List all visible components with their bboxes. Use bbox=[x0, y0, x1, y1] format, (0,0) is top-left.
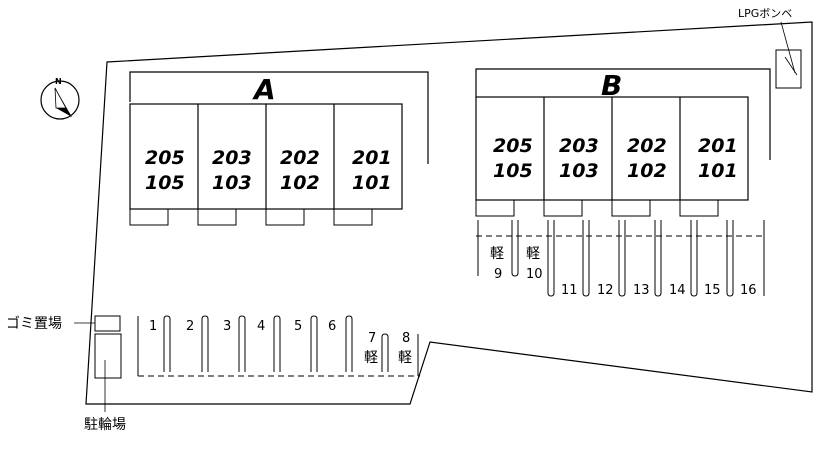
unit-a-202: 202 bbox=[280, 147, 320, 169]
unit-b-102: 102 bbox=[627, 160, 667, 182]
space-8: 8 bbox=[402, 331, 410, 346]
building-b: B bbox=[475, 68, 771, 217]
space-3: 3 bbox=[223, 319, 231, 334]
svg-text:N: N bbox=[55, 77, 62, 86]
parking-divider bbox=[511, 220, 519, 277]
bicycle-parking bbox=[94, 333, 122, 412]
parking-divider bbox=[618, 220, 626, 297]
parking-divider bbox=[163, 315, 171, 372]
unit-a-102: 102 bbox=[280, 172, 320, 194]
parking-divider bbox=[547, 220, 555, 297]
unit-b-103: 103 bbox=[559, 160, 599, 182]
parking-divider bbox=[201, 315, 209, 372]
lpg-cylinder bbox=[775, 21, 802, 89]
unit-a-201: 201 bbox=[352, 147, 392, 169]
unit-a-203: 203 bbox=[212, 147, 252, 169]
unit-a-205: 205 bbox=[145, 147, 185, 169]
parking-divider bbox=[654, 220, 662, 297]
lpg-label: LPGボンベ bbox=[738, 7, 792, 20]
space-7-kei: 軽 bbox=[364, 350, 378, 366]
parking-dividers bbox=[137, 220, 765, 376]
bicycle-label: 駐輪場 bbox=[84, 416, 126, 433]
space-9: 9 bbox=[494, 267, 502, 282]
unit-b-205: 205 bbox=[493, 135, 533, 157]
building-b-label: B bbox=[601, 69, 622, 102]
parking-divider bbox=[381, 333, 389, 372]
space-11: 11 bbox=[561, 283, 578, 298]
space-9-kei: 軽 bbox=[490, 246, 504, 262]
space-13: 13 bbox=[633, 283, 650, 298]
unit-b-201: 201 bbox=[698, 135, 738, 157]
unit-a-103: 103 bbox=[212, 172, 252, 194]
space-4: 4 bbox=[257, 319, 265, 334]
building-a: A bbox=[129, 71, 429, 226]
space-1: 1 bbox=[149, 319, 157, 334]
space-10-kei: 軽 bbox=[526, 246, 540, 262]
unit-a-105: 105 bbox=[145, 172, 185, 194]
parking-divider bbox=[582, 220, 590, 297]
compass-icon: N bbox=[40, 77, 80, 120]
space-12: 12 bbox=[597, 283, 614, 298]
parking-divider bbox=[726, 220, 734, 297]
parking-divider bbox=[273, 315, 281, 372]
garbage-label: ゴミ置場 bbox=[6, 315, 62, 332]
unit-b-203: 203 bbox=[559, 135, 599, 157]
parking-divider bbox=[690, 220, 698, 297]
space-8-kei: 軽 bbox=[398, 350, 412, 366]
parking-divider bbox=[310, 315, 318, 372]
space-7: 7 bbox=[368, 331, 376, 346]
unit-b-101: 101 bbox=[698, 160, 738, 182]
space-15: 15 bbox=[704, 283, 721, 298]
space-10: 10 bbox=[526, 267, 543, 282]
garbage-area bbox=[74, 315, 121, 332]
parking-divider bbox=[345, 315, 353, 372]
parking-divider bbox=[238, 315, 246, 372]
space-5: 5 bbox=[294, 319, 302, 334]
unit-b-202: 202 bbox=[627, 135, 667, 157]
space-6: 6 bbox=[328, 319, 336, 334]
space-16: 16 bbox=[740, 283, 757, 298]
building-a-label: A bbox=[252, 73, 276, 106]
unit-b-105: 105 bbox=[493, 160, 533, 182]
property-boundary bbox=[85, 21, 813, 405]
space-2: 2 bbox=[186, 319, 194, 334]
unit-a-101: 101 bbox=[352, 172, 392, 194]
space-14: 14 bbox=[669, 283, 686, 298]
